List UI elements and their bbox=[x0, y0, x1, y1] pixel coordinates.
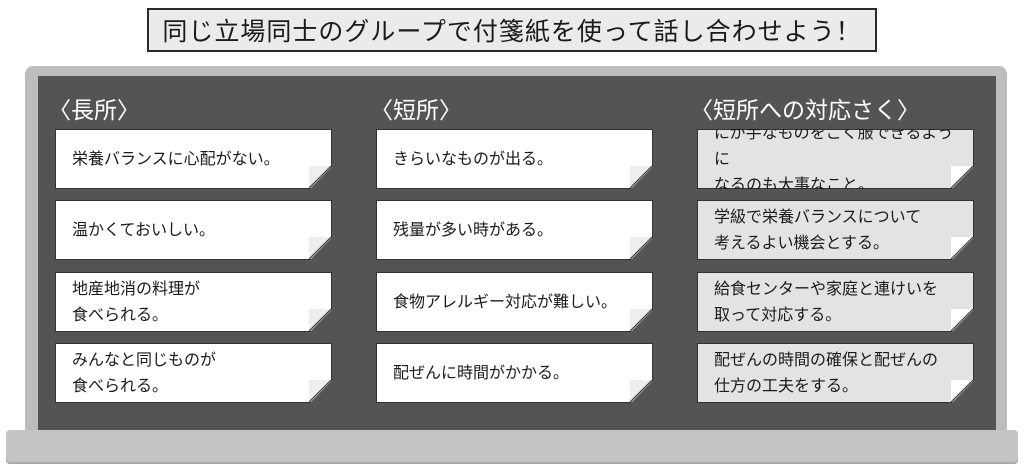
note-text: 食物アレルギー対応が難しい。 bbox=[393, 292, 618, 311]
heading-weaknesses: 〈短所〉 bbox=[370, 98, 462, 124]
note-text: 残量が多い時がある。 bbox=[393, 220, 554, 239]
sticky-note: きらいなものが出る。 bbox=[376, 129, 653, 189]
note-text: 給食センターや家庭と連けいを 取って対応する。 bbox=[714, 279, 939, 324]
note-text: 配ぜんに時間がかかる。 bbox=[393, 363, 570, 382]
sticky-note: みんなと同じものが 食べられる。 bbox=[55, 343, 332, 403]
sticky-note: 配ぜんの時間の確保と配ぜんの 仕方の工夫をする。 bbox=[697, 343, 974, 403]
heading-countermeasures: 〈短所への対応さく〉 bbox=[690, 98, 920, 124]
sticky-note: 地産地消の料理が 食べられる。 bbox=[55, 272, 332, 332]
note-text: 温かくておいしい。 bbox=[72, 220, 216, 239]
note-text: 配ぜんの時間の確保と配ぜんの 仕方の工夫をする。 bbox=[714, 350, 939, 395]
note-text: 栄養バランスに心配がない。 bbox=[72, 149, 280, 168]
sticky-note: 食物アレルギー対応が難しい。 bbox=[376, 272, 653, 332]
title-text: 同じ立場同士のグループで付箋紙を使って話し合わせよう！ bbox=[162, 17, 862, 46]
heading-strengths: 〈長所〉 bbox=[48, 98, 140, 124]
note-text: 学級で栄養バランスについて 考えるよい機会とする。 bbox=[714, 207, 922, 252]
sticky-note: 配ぜんに時間がかかる。 bbox=[376, 343, 653, 403]
sticky-note: 栄養バランスに心配がない。 bbox=[55, 129, 332, 189]
note-text: きらいなものが出る。 bbox=[393, 149, 554, 168]
sticky-note: 残量が多い時がある。 bbox=[376, 200, 653, 260]
sticky-note: 温かくておいしい。 bbox=[55, 200, 332, 260]
page-title: 同じ立場同士のグループで付箋紙を使って話し合わせよう！ bbox=[147, 8, 877, 52]
note-text: 地産地消の料理が 食べられる。 bbox=[72, 279, 201, 324]
sticky-note: にが手なものをこく服できるように なるのも大事なこと。 bbox=[697, 129, 974, 189]
chalk-tray bbox=[6, 430, 1018, 464]
sticky-note: 学級で栄養バランスについて 考えるよい機会とする。 bbox=[697, 200, 974, 260]
note-text: みんなと同じものが 食べられる。 bbox=[72, 350, 217, 395]
note-text: にが手なものをこく服できるように なるのも大事なこと。 bbox=[714, 123, 954, 194]
sticky-note: 給食センターや家庭と連けいを 取って対応する。 bbox=[697, 272, 974, 332]
